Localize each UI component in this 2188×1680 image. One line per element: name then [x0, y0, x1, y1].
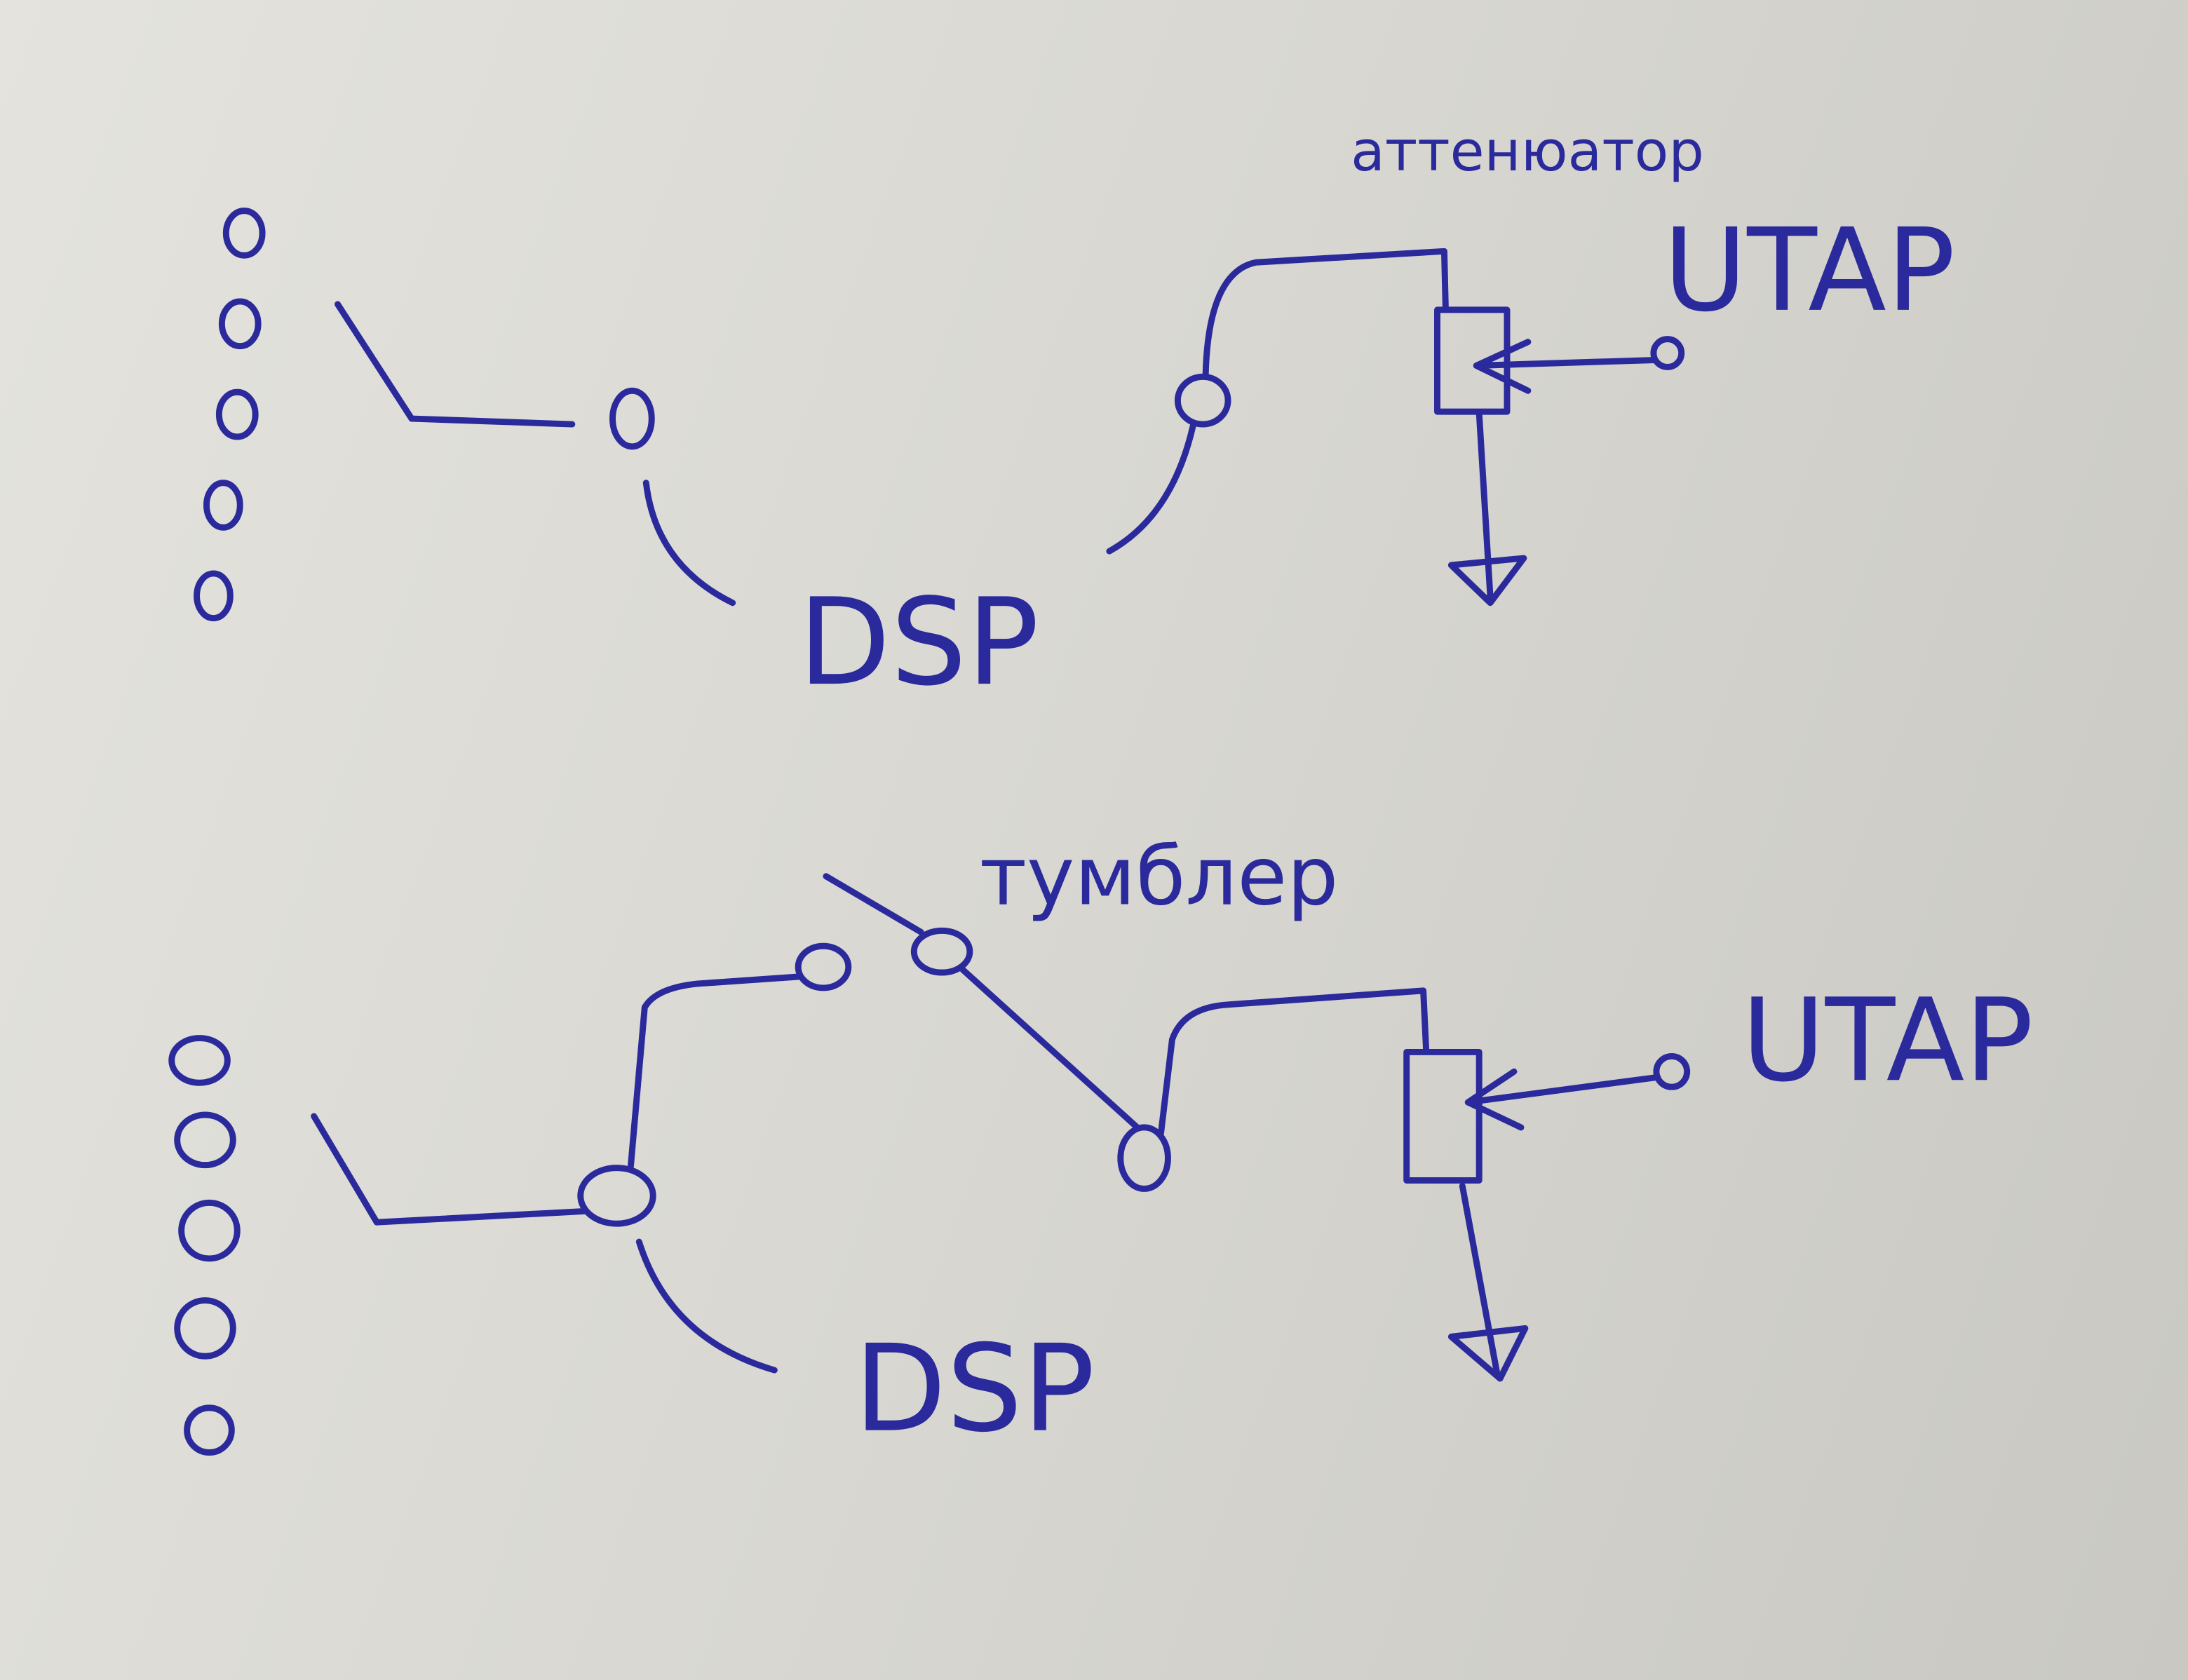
node: [577, 1165, 656, 1227]
source-label: UTAP: [1741, 975, 2033, 1107]
wire: [627, 973, 802, 1170]
pin: [168, 1035, 231, 1086]
pin: [194, 570, 234, 622]
connector-pins: [168, 1035, 241, 1456]
dsp-label: DSP: [798, 573, 1039, 712]
pin: [174, 1297, 236, 1360]
wire: [311, 1113, 590, 1226]
source-label: UTAP: [1663, 205, 1955, 337]
wire: [335, 301, 576, 428]
top-diagram: DSP аттенюатор UTAP: [194, 118, 1955, 712]
switch-contact: [795, 942, 852, 991]
switch-label: тумблер: [980, 830, 1339, 924]
ground-icon: [1447, 409, 1527, 607]
attenuator-resistor: [1434, 306, 1511, 415]
attenuator-resistor: [1403, 1048, 1483, 1184]
input-terminal: [1653, 1052, 1691, 1090]
ground-icon: [1447, 1182, 1529, 1382]
wire: [1202, 248, 1449, 377]
wire: [1106, 422, 1196, 555]
connector-pins: [194, 208, 266, 622]
pin: [178, 1199, 241, 1262]
input-terminal: [1650, 336, 1685, 370]
wire: [1158, 987, 1430, 1137]
switch-pivot: [910, 927, 973, 976]
wire-to-dsp: [635, 1238, 778, 1374]
wiper-arrow: [1473, 339, 1659, 394]
wiper-arrow: [1464, 1068, 1661, 1131]
node: [1117, 1124, 1171, 1192]
node: [609, 387, 655, 450]
pin: [222, 208, 266, 259]
bottom-diagram: DSP тумблер UTAP: [168, 830, 2034, 1459]
node: [1174, 373, 1231, 428]
wire-to-dsp: [642, 480, 736, 607]
switch-lever: [823, 873, 1141, 1131]
attenuator-label: аттенюатор: [1351, 118, 1704, 184]
pin: [203, 480, 243, 531]
pin: [218, 298, 262, 350]
pin: [215, 388, 259, 440]
dsp-label: DSP: [854, 1320, 1095, 1459]
pin: [174, 1111, 236, 1169]
pin: [184, 1404, 235, 1456]
